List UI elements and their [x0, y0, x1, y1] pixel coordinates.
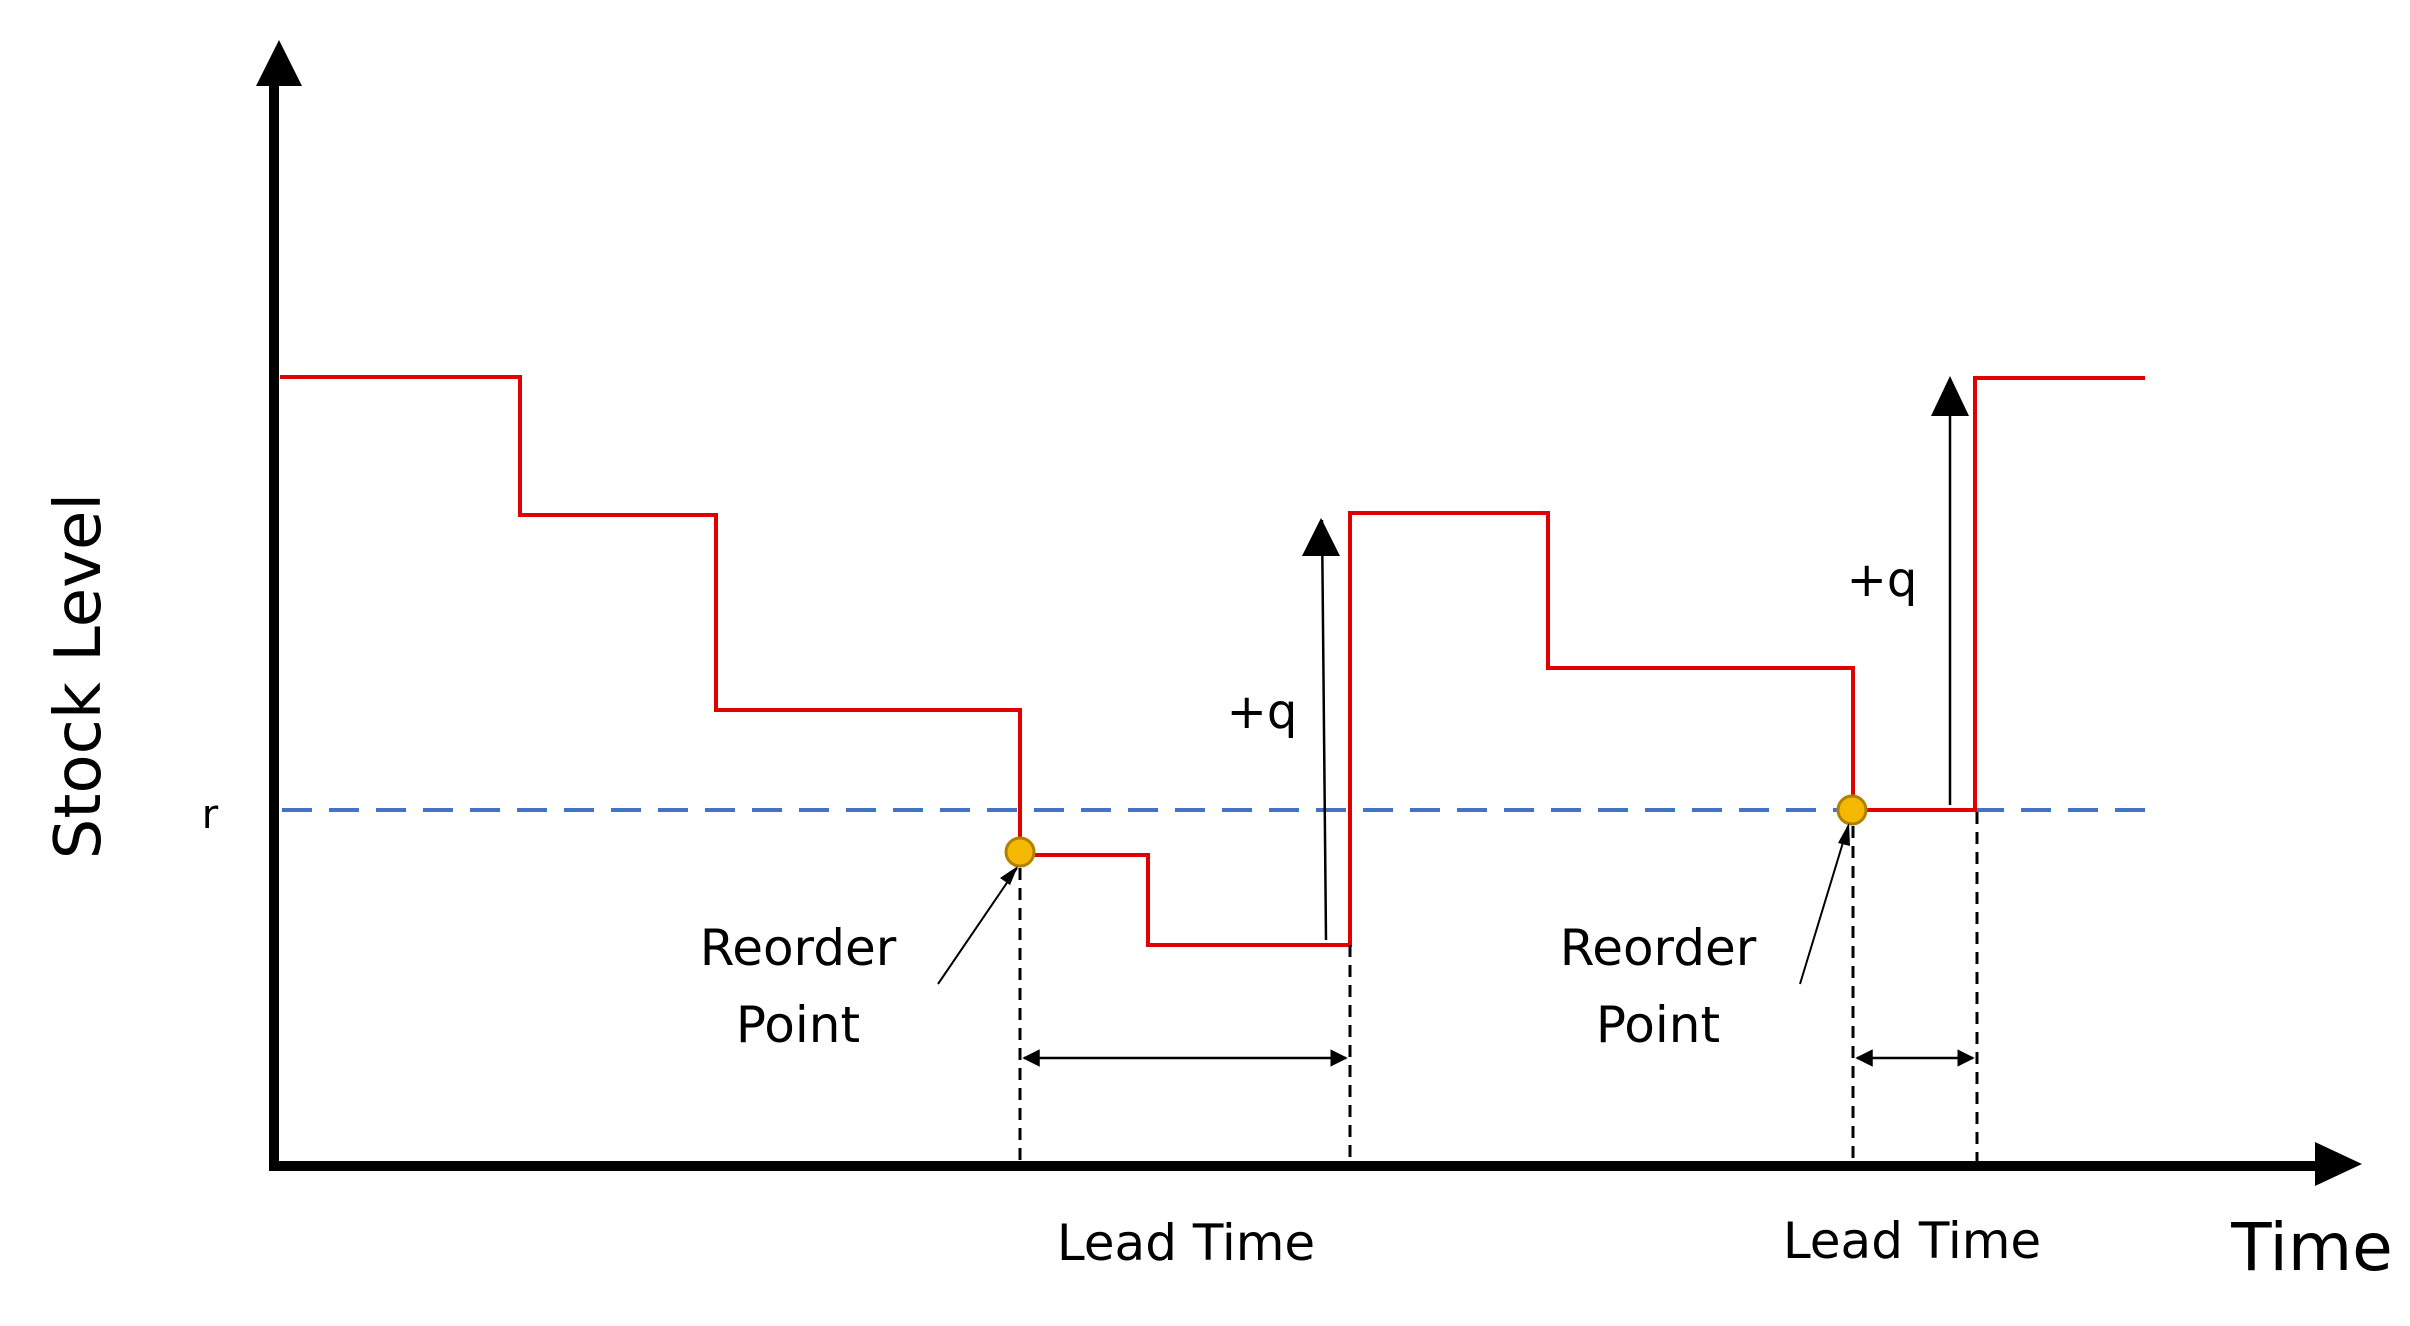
- x-axis-label: Time: [2230, 1209, 2393, 1286]
- y-axis-label: Stock Level: [42, 493, 116, 859]
- stock-level-line: [280, 375, 2145, 947]
- lead-time-label-1: Lead Time: [1057, 1214, 1315, 1272]
- reorder-point-marker-1: [1004, 836, 1036, 868]
- order-arrowhead-2: [1931, 376, 1969, 416]
- reorder-pointer-2: [1799, 825, 1849, 985]
- reorder-level-label: r: [202, 792, 219, 838]
- x-axis-arrowhead: [2315, 1142, 2362, 1186]
- reorder-pointer-1: [937, 867, 1018, 985]
- reorder-point-label-2-line2: Point: [1596, 996, 1720, 1054]
- increment-label-1: +q: [1227, 684, 1298, 740]
- lead-time-label-2: Lead Time: [1783, 1212, 2041, 1270]
- reorder-point-label-1-line2: Point: [736, 996, 860, 1054]
- y-axis-arrowhead: [256, 40, 302, 86]
- reorder-pointer-arrowhead-2: [1838, 823, 1850, 846]
- increment-label-2: +q: [1847, 552, 1918, 608]
- reorder-point-label-1-line1: Reorder: [700, 919, 897, 977]
- order-arrow-1: [1320, 519, 1328, 941]
- reorder-point-marker-2: [1836, 794, 1868, 826]
- reorder-point-label-2-line1: Reorder: [1560, 919, 1757, 977]
- reorder-pointer-arrowhead-1: [1000, 866, 1018, 885]
- order-arrowhead-1: [1302, 518, 1340, 556]
